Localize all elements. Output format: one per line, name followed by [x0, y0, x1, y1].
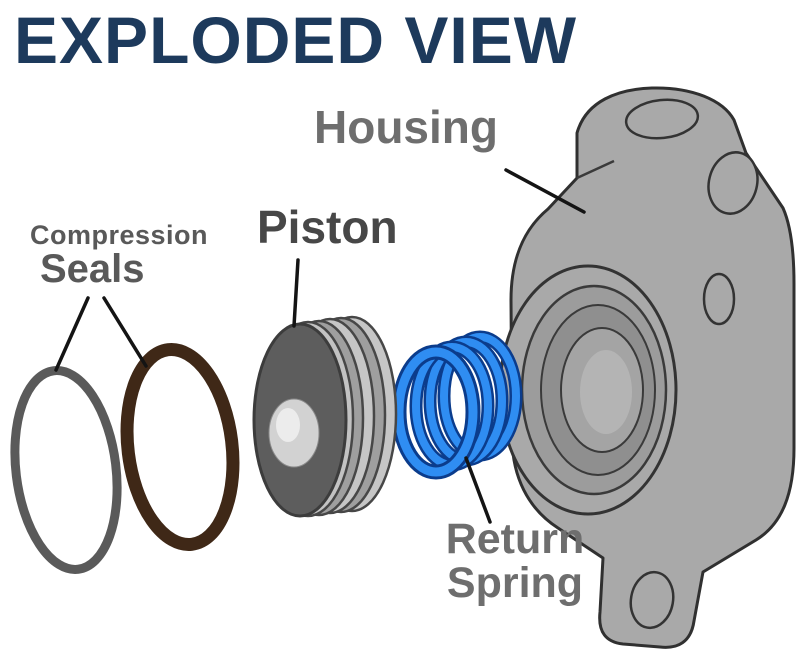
housing-mid-right-hole: [702, 272, 736, 326]
leader-line-seal-brown: [102, 296, 148, 368]
compression-seals-label-line2: Seals: [40, 247, 145, 291]
housing-bore-depth-shade: [580, 350, 632, 434]
seal-ring-gray: [10, 366, 122, 574]
spring-front-coil: [394, 347, 478, 477]
piston-part: [252, 315, 398, 518]
housing-right-flange-hole: [707, 151, 759, 215]
return-spring-label-line2: Spring: [446, 558, 584, 607]
page-title: EXPLODED VIEW: [14, 3, 578, 77]
leader-lines: [54, 168, 586, 524]
housing-bottom-tab-hole: [629, 570, 675, 630]
piston-label: Piston: [257, 201, 398, 253]
housing-contour-line: [576, 159, 615, 180]
return-spring-label: Return Spring: [428, 515, 602, 607]
piston-recess-highlight: [276, 408, 300, 442]
housing-top-ear-hole: [624, 98, 700, 140]
compression-seals-part: [10, 343, 240, 574]
return-spring-label-line1: Return: [445, 515, 585, 563]
compression-seals-label-line1: Compression: [30, 220, 209, 250]
leader-line-housing: [504, 168, 586, 214]
housing-part: [498, 86, 796, 649]
leader-line-seal-gray: [54, 296, 90, 372]
seal-ring-brown: [120, 343, 240, 551]
housing-label: Housing: [314, 101, 498, 153]
leader-line-spring: [464, 456, 492, 524]
leader-line-piston: [292, 258, 300, 328]
return-spring-part: [391, 330, 523, 480]
